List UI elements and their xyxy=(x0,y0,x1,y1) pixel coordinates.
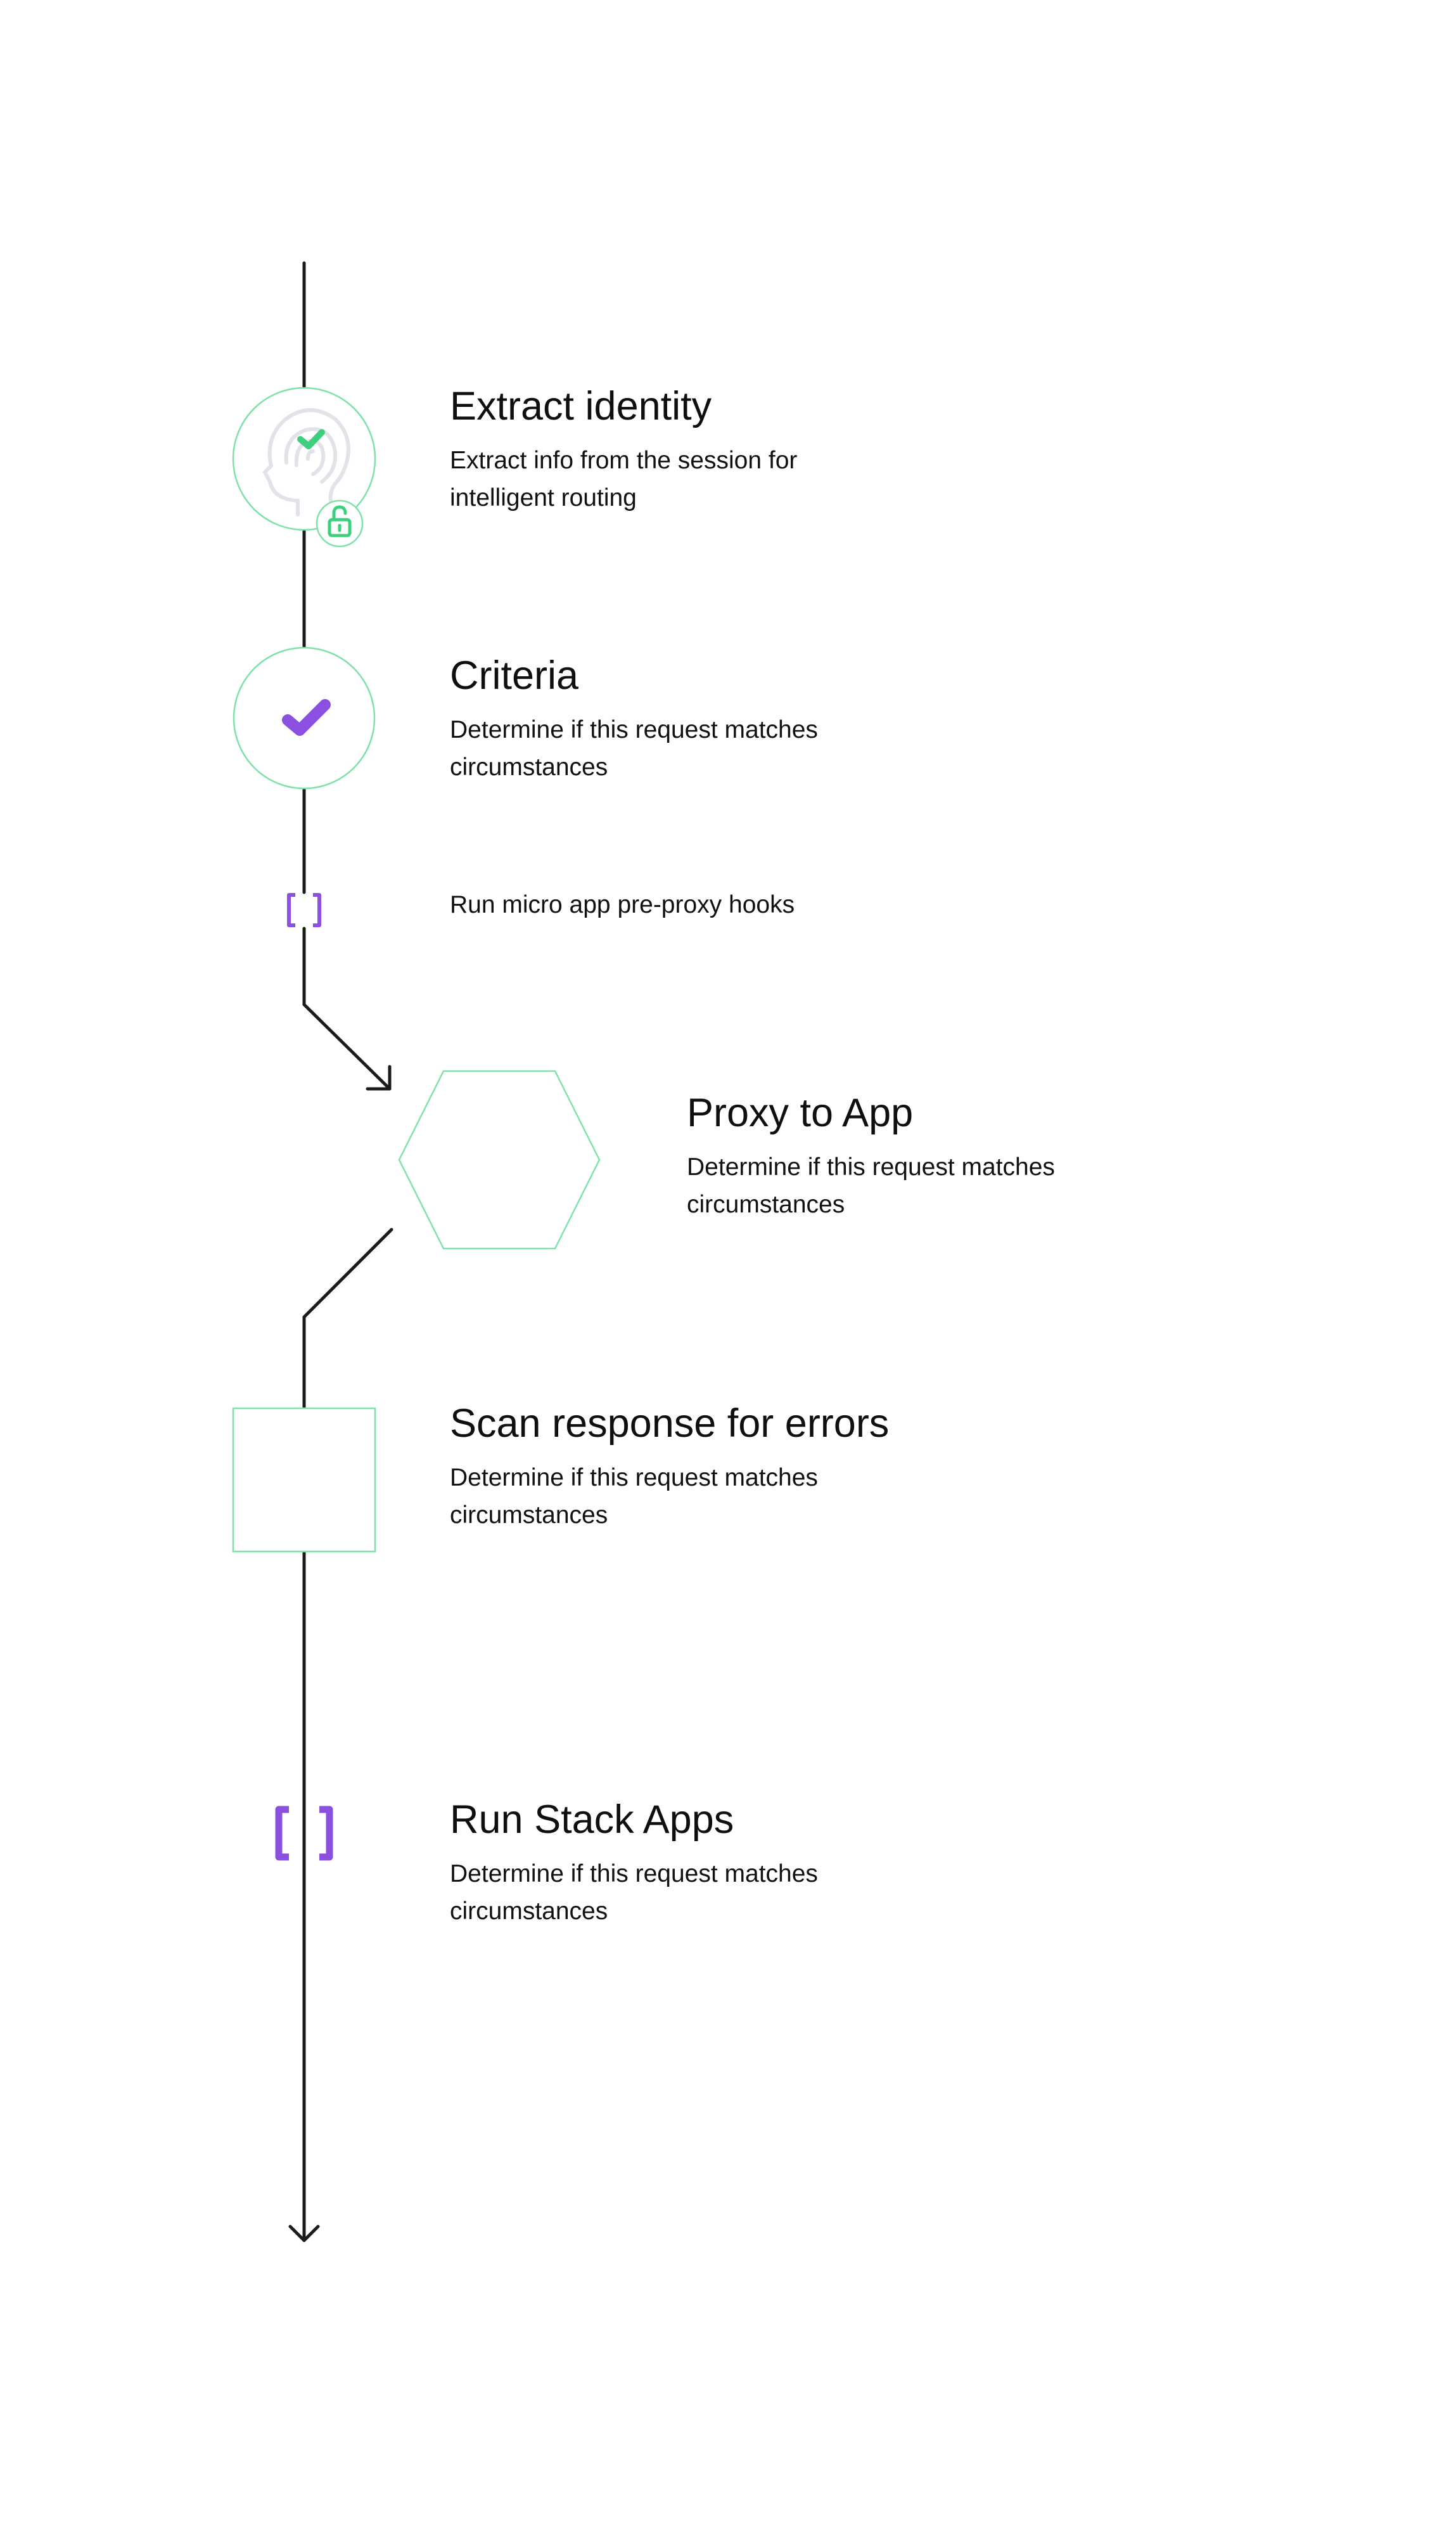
identity-check-mark xyxy=(297,429,325,449)
brackets-icon xyxy=(275,1806,333,1861)
step-extract-identity: Extract identity Extract info from the s… xyxy=(450,383,893,517)
checkmark-icon xyxy=(282,699,331,736)
connector-branch-to-proxy xyxy=(302,1003,392,1091)
step-title: Scan response for errors xyxy=(450,1401,890,1446)
brackets-icon xyxy=(287,893,321,927)
step-description: Determine if this request matches circum… xyxy=(450,1860,818,1925)
step-description: Determine if this request matches circum… xyxy=(450,1464,818,1529)
node-extract-identity xyxy=(232,387,376,548)
lock-badge xyxy=(316,499,364,548)
step-title: Criteria xyxy=(450,653,579,698)
arrowhead-to-proxy xyxy=(366,1065,392,1091)
connector-proxy-return xyxy=(302,1228,393,1410)
step-title: Run Stack Apps xyxy=(450,1797,734,1842)
step-scan-response: Scan response for errors Determine if th… xyxy=(450,1401,1020,1534)
step-pre-proxy-hooks: Run micro app pre-proxy hooks xyxy=(450,886,893,923)
node-criteria xyxy=(233,646,376,790)
step-criteria: Criteria Determine if this request match… xyxy=(450,653,893,786)
step-title: Extract identity xyxy=(450,384,712,428)
node-scan-square xyxy=(232,1407,376,1553)
step-proxy-to-app: Proxy to App Determine if this request m… xyxy=(687,1090,1143,1223)
step-run-stack-apps: Run Stack Apps Determine if this request… xyxy=(450,1797,1020,1930)
step-description: Run micro app pre-proxy hooks xyxy=(450,891,795,918)
step-description: Extract info from the session for intell… xyxy=(450,447,798,512)
step-description: Determine if this request matches circum… xyxy=(450,716,818,781)
flow-connector xyxy=(288,261,393,2242)
step-title: Proxy to App xyxy=(687,1091,914,1135)
node-proxy-hexagon xyxy=(398,1070,601,1250)
step-description: Determine if this request matches circum… xyxy=(687,1153,1055,1219)
arrowhead-end xyxy=(288,2225,320,2242)
